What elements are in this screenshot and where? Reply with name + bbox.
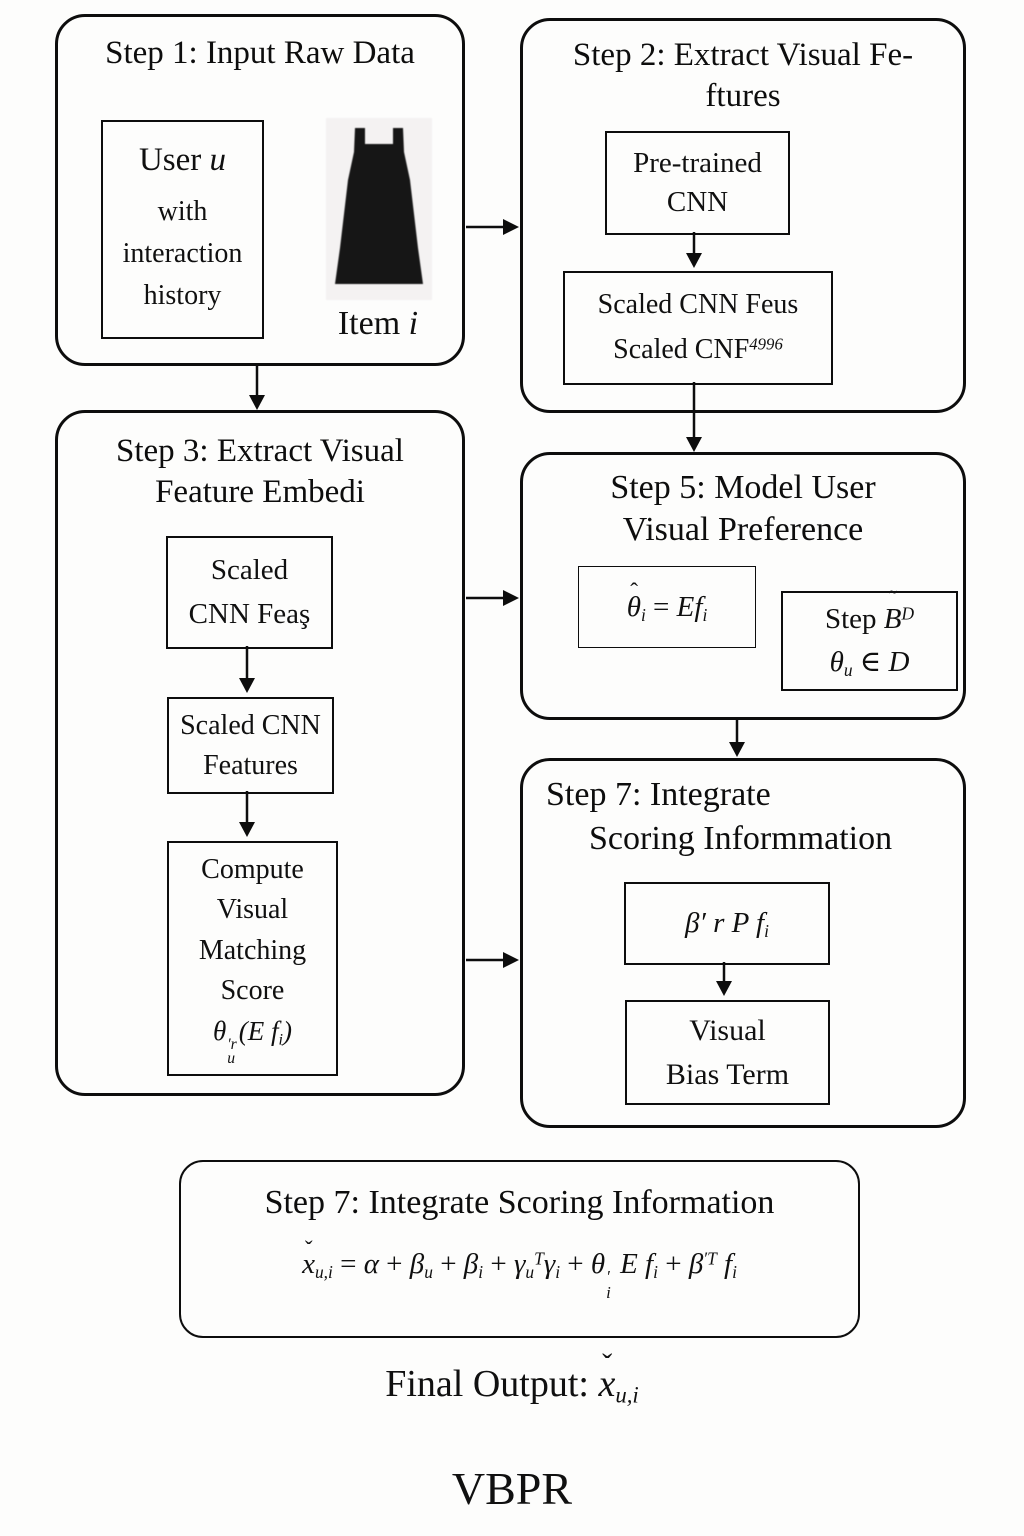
step7-panel: Step 7: Integrate Scoring Informmation β… (520, 758, 966, 1128)
scaled-cnn-feas-line1: Scaled (210, 554, 289, 586)
step7-title-line2: Scoring Informmation (589, 819, 893, 857)
visual-bias-line2: Bias Term (665, 1057, 790, 1091)
step1-title: Step 1: Input Raw Data (105, 35, 415, 71)
model-name: VBPR (451, 1463, 573, 1514)
dress-svg (326, 118, 432, 300)
scaled-cnn-feus-node: Scaled CNN Feus Scaled CNF4996 (563, 271, 833, 385)
step5-title-line1: Step 5: Model User (610, 469, 876, 506)
step2-title: Step 2: Extract Visual Fe- ftures (523, 35, 963, 117)
summary-title: Step 7: Integrate Scoring Information (264, 1184, 775, 1221)
step5-title: Step 5: Model User Visual Preference (523, 467, 963, 551)
matching-score-line1: Compute (201, 853, 304, 885)
step5-title-line2: Visual Preference (622, 511, 864, 549)
scaled-cnn-feas-line2: CNN Feaş (188, 597, 311, 630)
theta-u-in-d-formula: θu ∈ D (829, 646, 910, 680)
user-node-label: User u (138, 142, 227, 178)
user-node-line-interaction: interaction (122, 238, 243, 269)
step3-title-line2: Feature Embedi (155, 473, 365, 510)
pretrained-cnn-line1: Pre-trained (633, 146, 762, 179)
arrowhead-step3-step7 (503, 952, 519, 968)
arrowhead-step3-step5 (503, 590, 519, 606)
step7-title: Step 7: Integrate Scoring Informmation (546, 773, 892, 860)
scaled-cnn-features-line1: Scaled CNN (180, 710, 321, 742)
matching-score-line3: Matching (198, 934, 307, 966)
user-node: User u with interaction history (101, 120, 264, 339)
user-node-line-history: history (143, 280, 222, 311)
step2-panel: Step 2: Extract Visual Fe- ftures Pre-tr… (520, 18, 966, 413)
step2-title-line2: ftures (705, 77, 781, 114)
scaled-cnn-feas-node: Scaled CNN Feaş (166, 536, 333, 649)
matching-score-line2: Visual (216, 894, 289, 926)
item-label: Item i (337, 305, 419, 342)
arrowhead-step1-step2 (503, 219, 519, 235)
scaled-cnn-features-line2: Features (203, 749, 298, 781)
scaled-cnn-feus-line1: Scaled CNN Feus (597, 289, 799, 321)
matching-score-line4: Score (220, 975, 285, 1007)
arrowhead-step5-step7 (729, 742, 745, 757)
visual-bias-line1: Visual (689, 1014, 766, 1047)
dress-silhouette (335, 128, 423, 284)
step7-title-line1: Step 7: Integrate (546, 776, 771, 813)
visual-bias-node: Visual Bias Term (625, 1000, 830, 1105)
step3-title: Step 3: Extract Visual Feature Embedi (58, 431, 462, 513)
pretrained-cnn-line2: CNN (666, 186, 729, 218)
user-node-line-with: with (157, 196, 208, 227)
step-bd-node: Step B˜D θu ∈ D (781, 586, 958, 691)
beta-rpf-formula: β′ r P fi (685, 907, 769, 941)
step1-panel: Step 1: Input Raw Data User u with inter… (55, 14, 465, 366)
step-bd-formula: Step B˜D (824, 586, 915, 635)
step2-title-line1: Step 2: Extract Visual Fe- (572, 37, 914, 73)
item-dress-image (326, 118, 432, 300)
step3-panel: Step 3: Extract Visual Feature Embedi Sc… (55, 410, 465, 1096)
scaled-cnn-features-node: Scaled CNN Features (167, 697, 334, 794)
scaled-cnf-formula: Scaled CNF4996 (613, 334, 783, 365)
beta-rpf-node: β′ r P fi (624, 882, 830, 965)
arrowhead-step1-step3 (249, 395, 265, 410)
step3-title-line1: Step 3: Extract Visual (116, 433, 404, 469)
pretrained-cnn-node: Pre-trained CNN (605, 131, 790, 235)
arrowhead-step2-step5 (686, 437, 702, 452)
